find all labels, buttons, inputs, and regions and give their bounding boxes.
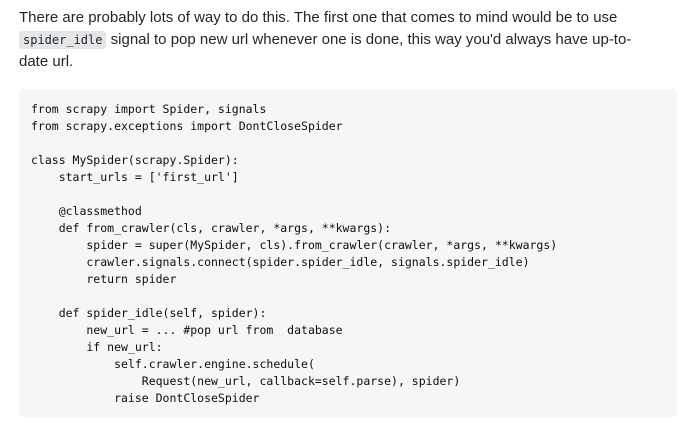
code-line <box>31 186 665 203</box>
code-line <box>31 135 665 152</box>
code-line: return spider <box>31 272 177 286</box>
code-line: @classmethod <box>31 204 142 218</box>
code-line: new_url = ... #pop url from database <box>31 323 343 337</box>
code-line: start_urls = ['first_url'] <box>31 170 239 184</box>
code-line: if new_url: <box>31 340 163 354</box>
inline-code-spider-idle: spider_idle <box>19 30 107 49</box>
answer-body: There are probably lots of way to do thi… <box>19 0 679 73</box>
code-block[interactable]: from scrapy import Spider, signals from … <box>19 89 677 417</box>
code-line: class MySpider(scrapy.Spider): <box>31 153 239 167</box>
code-line: def from_crawler(cls, crawler, *args, **… <box>31 221 392 235</box>
code-line: from scrapy import Spider, signals <box>31 102 267 116</box>
code-line: def spider_idle(self, spider): <box>31 306 267 320</box>
code-line: from scrapy.exceptions import DontCloseS… <box>31 119 343 133</box>
intro-text-before: There are probably lots of way to do thi… <box>19 9 618 26</box>
answer-intro-paragraph: There are probably lots of way to do thi… <box>19 0 659 73</box>
intro-text-after: signal to pop new url whenever one is do… <box>19 30 632 71</box>
code-line: spider = super(MySpider, cls).from_crawl… <box>31 238 558 252</box>
code-line: Request(new_url, callback=self.parse), s… <box>31 374 461 388</box>
code-line: self.crawler.engine.schedule( <box>31 357 315 371</box>
code-line <box>31 288 665 305</box>
code-line: crawler.signals.connect(spider.spider_id… <box>31 255 530 269</box>
code-line: raise DontCloseSpider <box>31 391 260 405</box>
